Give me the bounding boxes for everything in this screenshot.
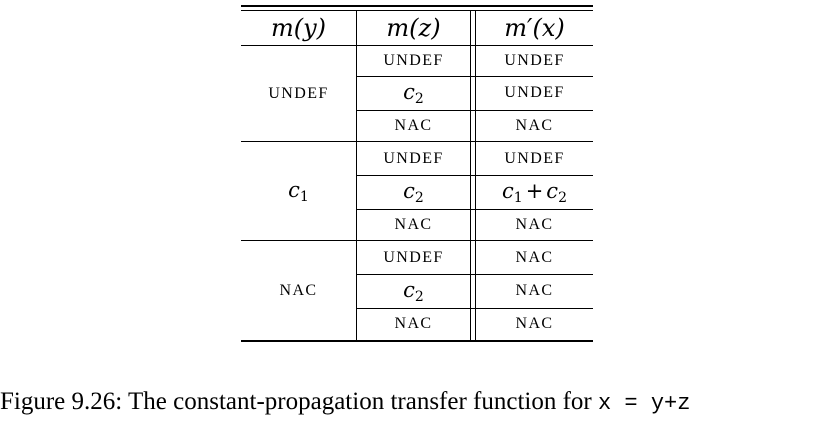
cell-m-z: c2: [357, 179, 470, 206]
cell-m-y: NAC: [279, 282, 318, 299]
caption-label: Figure 9.26:: [0, 388, 123, 415]
cell-m-z: NAC: [394, 216, 433, 233]
cell-m-prime-x: NAC: [515, 216, 554, 233]
header-m-prime-x: m′(x): [504, 14, 565, 42]
group-rule: [241, 240, 593, 241]
symbol-subscript: 1: [513, 190, 523, 206]
symbol-subscript: 2: [414, 91, 424, 107]
cell-m-prime-x: NAC: [515, 117, 554, 134]
cell-m-prime-x: UNDEF: [504, 150, 565, 167]
cell-m-prime-x: NAC: [515, 282, 554, 299]
symbol-base: c: [403, 80, 415, 104]
cell-m-z: UNDEF: [383, 249, 444, 266]
column-rule: [356, 10, 357, 341]
header-rule: [241, 45, 593, 46]
top-rule-inner: [241, 10, 593, 11]
column-double-rule: [475, 10, 476, 341]
top-rule-outer: [241, 5, 593, 7]
caption-code: x = y+z: [598, 391, 691, 416]
cell-m-prime-x: UNDEF: [504, 84, 565, 101]
cell-m-prime-x: NAC: [515, 249, 554, 266]
symbol-subscript: 2: [558, 190, 567, 206]
symbol-base: c: [546, 179, 559, 203]
figure-caption: Figure 9.26: The constant-propagation tr…: [0, 388, 833, 416]
cell-m-z: c2: [357, 278, 470, 305]
caption-text: The constant-propagation transfer functi…: [128, 388, 592, 415]
header-m-y: m(y): [270, 14, 327, 42]
cell-m-prime-x: NAC: [515, 315, 554, 332]
symbol-base: c: [403, 179, 415, 203]
column-double-rule: [470, 10, 471, 341]
symbol-base: c: [288, 178, 300, 202]
cell-m-z: NAC: [394, 315, 433, 332]
cell-m-prime-x: UNDEF: [504, 52, 565, 69]
symbol-base: c: [502, 179, 514, 203]
cell-m-prime-x: c1+c2: [476, 179, 593, 206]
cell-m-y: UNDEF: [268, 85, 329, 102]
header-m-z: m(z): [386, 14, 441, 42]
cell-m-z: c2: [357, 80, 470, 107]
plus-operator: +: [525, 179, 544, 203]
symbol-subscript: 2: [414, 289, 424, 305]
group-rule: [241, 141, 593, 142]
cell-m-z: NAC: [394, 117, 433, 134]
cell-m-y: c1: [241, 178, 356, 205]
cell-m-z: UNDEF: [383, 52, 444, 69]
symbol-base: c: [403, 278, 415, 302]
cell-m-z: UNDEF: [383, 150, 444, 167]
symbol-subscript: 2: [414, 190, 424, 206]
bottom-rule: [241, 340, 593, 342]
symbol-subscript: 1: [299, 189, 309, 205]
